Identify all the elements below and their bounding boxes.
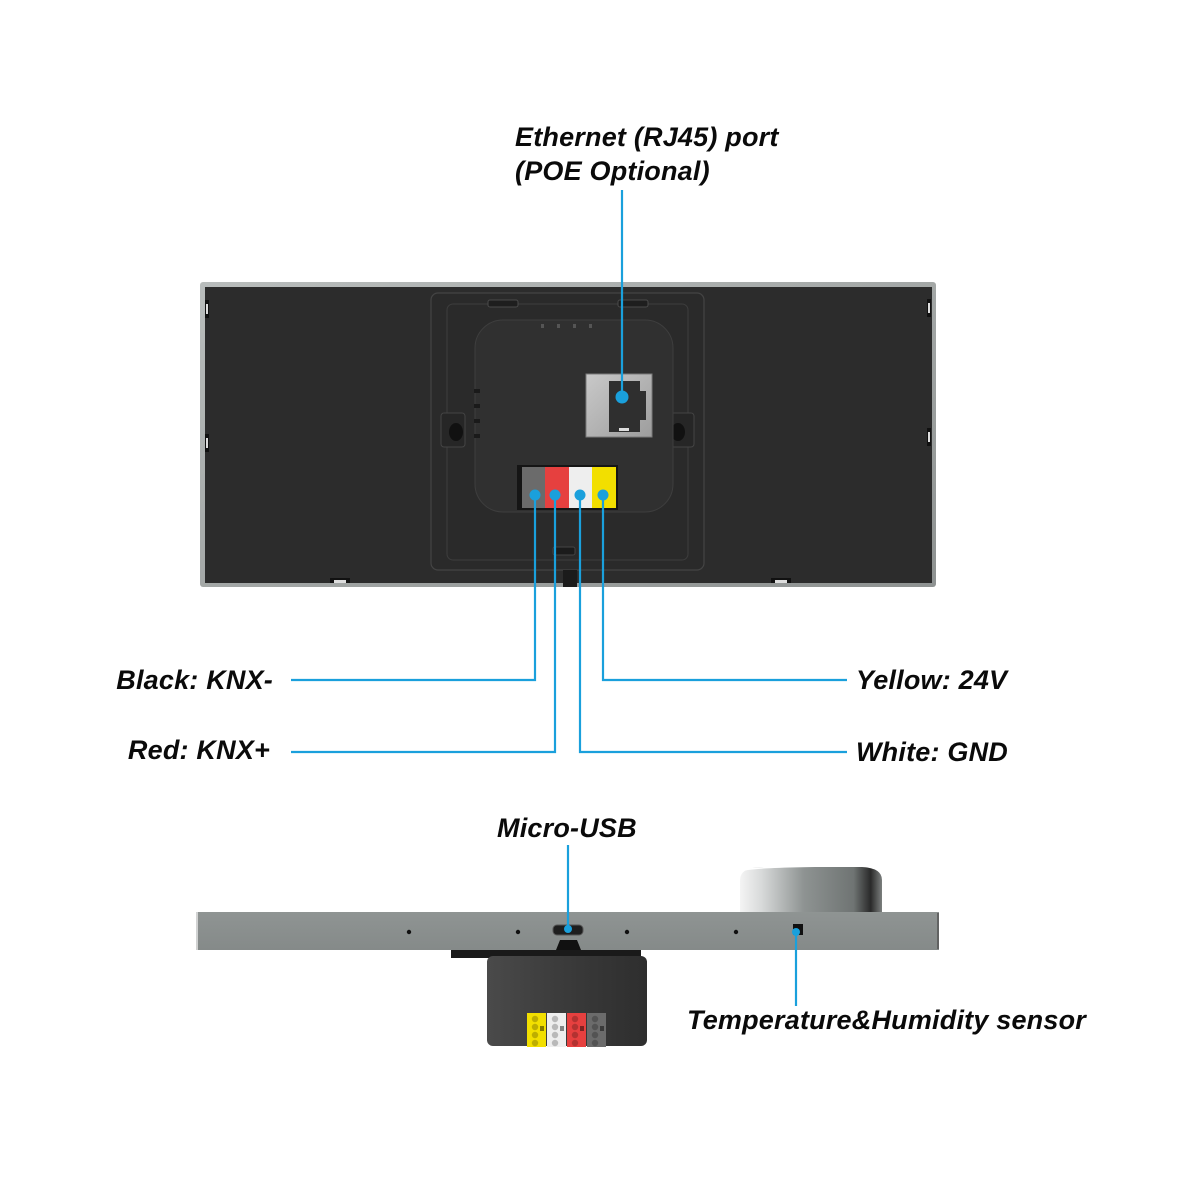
leader-yellow-dot [597, 489, 609, 501]
terminal-screw [551, 1023, 559, 1031]
mounting-flange [451, 948, 641, 958]
terminal-screw [571, 1031, 579, 1039]
knob-highlight [743, 865, 881, 873]
red-wire-label: Red: KNX+ [127, 735, 270, 765]
edge-notch-highlight [206, 304, 208, 314]
terminal-screw [531, 1031, 539, 1039]
vent-slot [474, 434, 480, 438]
terminal-screw [591, 1039, 599, 1047]
micro-usb-label: Micro-USB [497, 813, 637, 843]
vent-slot [474, 389, 480, 393]
bottom-tab [552, 546, 576, 556]
top-clip [487, 299, 519, 308]
leader-micro-usb-dot [564, 925, 572, 933]
temperature-humidity-sensor-label: Temperature&Humidity sensor [687, 1005, 1086, 1035]
edge-notch-highlight [928, 303, 930, 313]
terminal-screw [591, 1023, 599, 1031]
terminal-screw [571, 1015, 579, 1023]
bottom-tab-stem [563, 570, 577, 587]
leader-black [291, 495, 537, 682]
plate-hole [733, 929, 739, 935]
screw-hole [449, 423, 463, 441]
top-clip [617, 299, 649, 308]
white-wire-label: White: GND [856, 737, 1008, 767]
ethernet-port-label-line1: Ethernet (RJ45) port [515, 122, 779, 152]
terminal-screw [591, 1031, 599, 1039]
terminal-release [540, 1026, 544, 1031]
terminal-screw [551, 1039, 559, 1047]
black-wire-label: Black: KNX- [116, 665, 273, 695]
edge-notch-highlight [928, 432, 930, 442]
terminal-release [600, 1026, 604, 1031]
indicator-pin [541, 324, 544, 328]
indicator-pin [557, 324, 560, 328]
indicator-pin [589, 324, 592, 328]
back-view [200, 282, 936, 587]
module-body [474, 319, 674, 513]
leader-red [291, 495, 557, 754]
plate-hole [515, 929, 521, 935]
vent-slot [474, 404, 480, 408]
side-terminal-white [547, 1013, 566, 1047]
leader-yellow [601, 495, 847, 682]
ethernet-port-label-line2: (POE Optional) [515, 156, 710, 186]
leader-lines [291, 190, 847, 1006]
rj45-latch [619, 428, 629, 431]
edge-notch-highlight [775, 580, 787, 583]
terminal-black [522, 467, 545, 508]
terminal-screw [591, 1015, 599, 1023]
terminal-white [569, 467, 592, 508]
leader-red-dot [549, 489, 561, 501]
leader-white-dot [574, 489, 586, 501]
terminal-screw [531, 1039, 539, 1047]
edge-notch-highlight [206, 438, 208, 448]
vent-slot [474, 419, 480, 423]
terminal-screw [571, 1023, 579, 1031]
leader-sensor-dot [792, 928, 800, 936]
plate-hole [624, 929, 630, 935]
terminal-screw [531, 1023, 539, 1031]
terminal-release [580, 1026, 584, 1031]
terminal-screw [551, 1031, 559, 1039]
screw-hole [671, 423, 685, 441]
terminal-screw [531, 1015, 539, 1023]
leader-black-dot [529, 489, 541, 501]
leader-white [578, 495, 847, 754]
rotary-knob [740, 867, 882, 912]
terminal-screw [571, 1039, 579, 1047]
plate-hole [406, 929, 412, 935]
terminal-release [560, 1026, 564, 1031]
side-terminal-black [587, 1013, 606, 1047]
side-terminal-yellow [527, 1013, 546, 1047]
usb-clip [556, 940, 581, 950]
side-terminal-red [567, 1013, 586, 1047]
leader-ethernet-dot [615, 390, 629, 404]
yellow-wire-label: Yellow: 24V [856, 665, 1008, 695]
edge-notch-highlight [334, 580, 346, 583]
indicator-pin [573, 324, 576, 328]
terminal-red [545, 467, 569, 508]
terminal-screw [551, 1015, 559, 1023]
